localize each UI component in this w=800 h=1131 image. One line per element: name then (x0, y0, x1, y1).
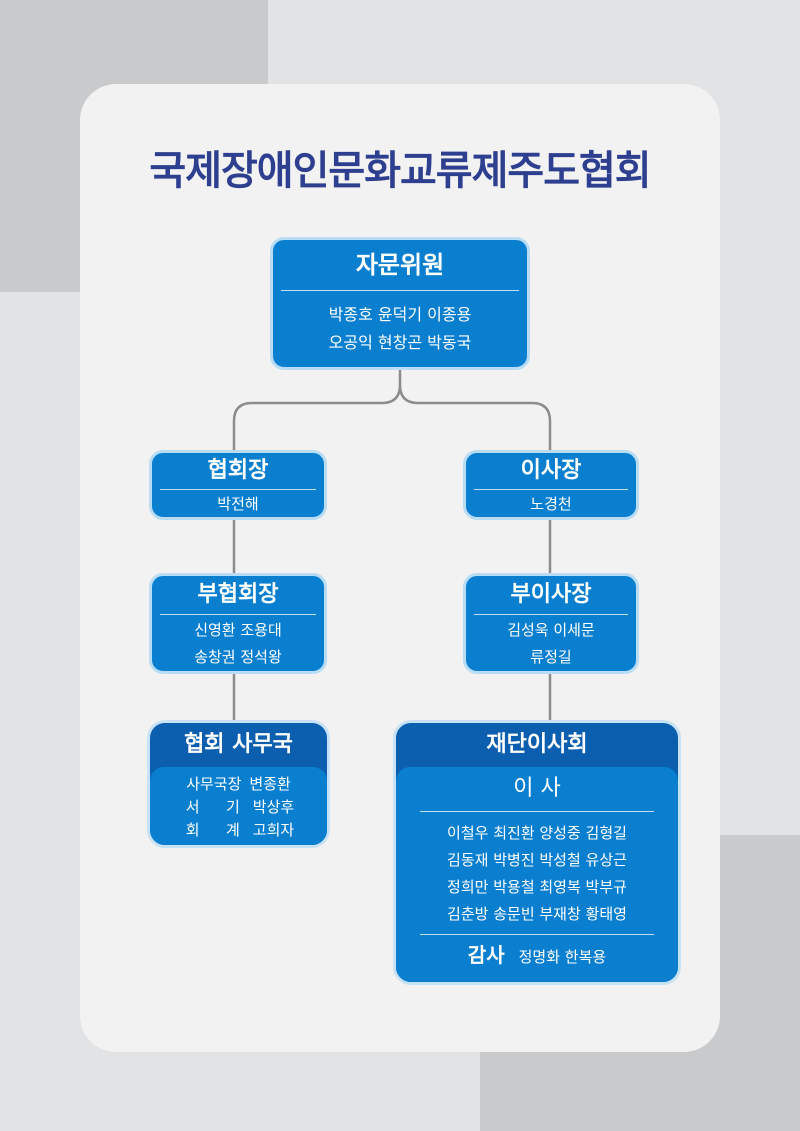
vice-president-box: 부협회장 신영환 조용대 송창권 정석왕 (149, 573, 327, 674)
board-divider-bottom (420, 934, 654, 935)
board-body: 이 사 이철우 최진환 양성중 김형길 김동재 박병진 박성철 유상근 정희만 … (396, 767, 678, 982)
secretariat-name-manager: 변종환 (249, 775, 291, 793)
secretariat-role-accountant-b: 계 (225, 821, 240, 839)
advisors-names: 박종호 윤덕기 이종용 오공익 현창곤 박동국 (273, 291, 527, 357)
secretariat-row-clerk: 서 기 박상후 (183, 796, 294, 819)
vice-chairman-line-2: 류정길 (530, 648, 572, 666)
board-box: 재단이사회 이 사 이철우 최진환 양성중 김형길 김동재 박병진 박성철 유상… (393, 720, 681, 985)
connector-branch (232, 370, 552, 452)
board-director-line-1: 이철우 최진환 양성중 김형길 (447, 824, 627, 842)
advisors-line-2: 오공익 현창곤 박동국 (328, 333, 472, 352)
board-divider-top (420, 811, 654, 812)
secretariat-name-accountant: 고희자 (252, 821, 295, 839)
chairman-head: 이사장 (520, 458, 582, 483)
president-divider (160, 489, 316, 490)
advisors-head: 자문위원 (355, 251, 445, 279)
vice-chairman-line-1: 김성욱 이세문 (507, 621, 595, 639)
secretariat-name-clerk: 박상후 (252, 798, 295, 816)
advisors-box: 자문위원 박종호 윤덕기 이종용 오공익 현창곤 박동국 (270, 237, 530, 370)
board-director-line-3: 정희만 박용철 최영복 박부규 (447, 878, 627, 896)
president-box: 협회장 박전해 (149, 450, 327, 520)
secretariat-rows: 사무국장 변종환 서 기 박상후 회 계 고희자 (183, 773, 294, 842)
secretariat-box: 협회 사무국 사무국장 변종환 서 기 박상후 회 계 고희자 (147, 720, 330, 848)
secretariat-role-clerk-b: 기 (225, 798, 240, 816)
advisors-divider (281, 290, 519, 291)
board-auditors: 정명화 한복용 (518, 948, 607, 966)
chairman-box: 이사장 노경천 (463, 450, 639, 520)
advisors-line-1: 박종호 윤덕기 이종용 (328, 305, 472, 324)
secretariat-row-accountant: 회 계 고희자 (183, 819, 294, 842)
vice-president-names: 신영환 조용대 송창권 정석왕 (152, 615, 324, 671)
secretariat-role-manager: 사무국장 (186, 775, 242, 793)
board-directors-label: 이 사 (513, 776, 561, 801)
chairman-divider (474, 489, 628, 490)
secretariat-role-clerk: 서 기 (183, 796, 245, 819)
board-auditor-label: 감사 (467, 943, 505, 967)
vice-chairman-head: 부이사장 (510, 582, 592, 607)
vice-president-line-2: 송창권 정석왕 (194, 648, 282, 666)
vice-chairman-box: 부이사장 김성욱 이세문 류정길 (463, 573, 639, 674)
president-head: 협회장 (207, 458, 269, 483)
vice-president-head: 부협회장 (197, 582, 279, 607)
vice-president-line-1: 신영환 조용대 (194, 621, 282, 639)
board-head: 재단이사회 (486, 732, 588, 757)
secretariat-role-clerk-a: 서 (185, 798, 200, 816)
board-auditor-row: 감사 정명화 한복용 (420, 935, 654, 977)
board-director-line-4: 김춘방 송문빈 부재창 황태영 (447, 905, 627, 923)
secretariat-body: 사무국장 변종환 서 기 박상후 회 계 고희자 (150, 767, 327, 845)
vice-chairman-names: 김성욱 이세문 류정길 (466, 615, 636, 671)
chairman-name: 노경천 (530, 495, 572, 513)
vice-president-divider (160, 614, 316, 615)
president-name: 박전해 (217, 495, 259, 513)
secretariat-role-accountant: 회 계 (183, 819, 245, 842)
board-director-line-2: 김동재 박병진 박성철 유상근 (447, 851, 627, 869)
secretariat-head: 협회 사무국 (184, 732, 293, 757)
vice-chairman-divider (474, 614, 628, 615)
secretariat-row-manager: 사무국장 변종환 (183, 773, 294, 796)
secretariat-role-accountant-a: 회 (185, 821, 200, 839)
page-title: 국제장애인문화교류제주도협회 (149, 148, 651, 194)
board-directors: 이철우 최진환 양성중 김형길 김동재 박병진 박성철 유상근 정희만 박용철 … (420, 812, 654, 934)
